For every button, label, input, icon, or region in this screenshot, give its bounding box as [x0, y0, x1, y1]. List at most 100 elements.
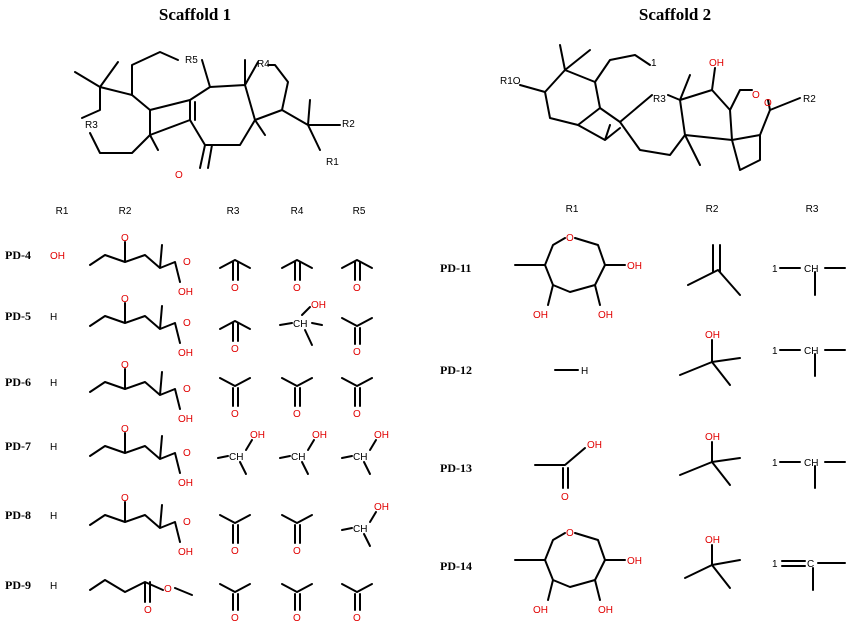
- r2-group: [89, 432, 181, 474]
- r3-group: [219, 514, 251, 544]
- scaffold1-core: [74, 51, 341, 169]
- svg-text:CH: CH: [804, 458, 818, 469]
- r5-group: [341, 439, 377, 475]
- svg-text:O: O: [183, 257, 191, 268]
- svg-text:1: 1: [772, 346, 778, 357]
- svg-text:CH: CH: [293, 319, 307, 330]
- svg-text:O: O: [561, 492, 569, 503]
- svg-text:O: O: [293, 546, 301, 557]
- r1-group: H: [50, 442, 57, 453]
- svg-text:O: O: [353, 283, 361, 294]
- r5-group: [341, 259, 373, 281]
- svg-text:O: O: [566, 233, 574, 244]
- row-pd-7: PD-7 H O O OH OH CH OH CH OH CH: [5, 424, 389, 489]
- s1-header-r3: R3: [227, 206, 240, 217]
- svg-text:OH: OH: [312, 430, 327, 441]
- r3-group: [779, 461, 846, 489]
- svg-text:OH: OH: [374, 430, 389, 441]
- svg-text:O: O: [183, 318, 191, 329]
- scaffold1-ketone-o: O: [175, 170, 183, 181]
- svg-text:H: H: [581, 366, 588, 377]
- svg-text:OH: OH: [627, 261, 642, 272]
- svg-text:OH: OH: [178, 414, 193, 425]
- compound-id: PD-7: [5, 439, 31, 453]
- svg-text:OH: OH: [598, 605, 613, 616]
- svg-text:CH: CH: [804, 346, 818, 357]
- r3-group: [217, 439, 253, 475]
- r5-group: [341, 377, 373, 407]
- scaffold2-o1: O: [752, 90, 760, 101]
- scaffold2-r3: R3: [653, 94, 666, 105]
- svg-text:1: 1: [772, 559, 778, 570]
- r2-group: [89, 302, 181, 344]
- svg-text:OH: OH: [311, 300, 326, 311]
- r1-group: [514, 532, 626, 601]
- scaffold2-o2: O: [764, 98, 772, 109]
- svg-text:O: O: [121, 294, 129, 305]
- svg-text:OH: OH: [374, 502, 389, 513]
- scaffold2-r2: R2: [803, 94, 816, 105]
- r2-group: [679, 339, 741, 386]
- row-pd-4: PD-4 OH O O OH O O O: [5, 233, 373, 298]
- svg-text:O: O: [566, 528, 574, 539]
- scaffold2-oh: OH: [709, 58, 724, 69]
- r5-group: [341, 583, 373, 611]
- s1-header-r5: R5: [353, 206, 366, 217]
- svg-text:OH: OH: [598, 310, 613, 321]
- svg-text:OH: OH: [533, 310, 548, 321]
- compound-id: PD-9: [5, 578, 31, 592]
- compound-id: PD-13: [440, 461, 472, 475]
- svg-text:O: O: [121, 360, 129, 371]
- svg-text:O: O: [293, 283, 301, 294]
- svg-text:OH: OH: [533, 605, 548, 616]
- compound-id: PD-4: [5, 248, 31, 262]
- scaffold2-core: [519, 44, 801, 171]
- svg-text:C: C: [807, 559, 814, 570]
- r4-group: [279, 306, 323, 346]
- row-pd-11: PD-11 O OH OH OH 1 CH: [440, 233, 846, 321]
- svg-text:OH: OH: [250, 430, 265, 441]
- svg-text:1: 1: [772, 458, 778, 469]
- r1-group: H: [50, 378, 57, 389]
- svg-text:O: O: [121, 233, 129, 244]
- svg-text:O: O: [231, 546, 239, 557]
- r1-group: [534, 447, 586, 489]
- r3-group: [219, 320, 251, 342]
- row-pd-5: PD-5 H O O OH O OH CH O: [5, 294, 373, 359]
- scaffold2-r1o: R1O: [500, 76, 521, 87]
- svg-text:O: O: [183, 448, 191, 459]
- svg-text:O: O: [121, 424, 129, 435]
- scaffold1-r5: R5: [185, 55, 198, 66]
- svg-text:CH: CH: [291, 452, 305, 463]
- r1-group: [514, 237, 626, 306]
- s1-header-r1: R1: [56, 206, 69, 217]
- svg-text:CH: CH: [229, 452, 243, 463]
- scaffold1-r4: R4: [257, 59, 270, 70]
- svg-text:OH: OH: [705, 330, 720, 341]
- r4-group: [281, 259, 313, 281]
- svg-text:OH: OH: [178, 287, 193, 298]
- compound-id: PD-5: [5, 309, 31, 323]
- r4-group: [281, 377, 313, 407]
- scaffold2-title: Scaffold 2: [639, 5, 711, 24]
- s2-header-r1: R1: [566, 204, 579, 215]
- row-pd-14: PD-14 O OH OH OH OH 1 C: [440, 528, 846, 616]
- svg-text:CH: CH: [353, 452, 367, 463]
- r2-group: [89, 579, 193, 603]
- svg-text:O: O: [164, 584, 172, 595]
- row-pd-6: PD-6 H O O OH O O O: [5, 360, 373, 425]
- r1-group: H: [50, 581, 57, 592]
- compound-id: PD-8: [5, 508, 31, 522]
- svg-text:O: O: [353, 613, 361, 624]
- r2-group: [679, 441, 741, 486]
- r1-group: H: [50, 511, 57, 522]
- scaffold1-r3: R3: [85, 120, 98, 131]
- svg-text:O: O: [183, 384, 191, 395]
- r2-group: [89, 501, 181, 543]
- s2-header-r2: R2: [706, 204, 719, 215]
- r3-group: [219, 259, 251, 281]
- compound-id: PD-6: [5, 375, 31, 389]
- r3-group: [779, 349, 846, 377]
- row-pd-13: PD-13 OH O OH 1 CH: [440, 432, 846, 503]
- svg-text:O: O: [144, 605, 152, 616]
